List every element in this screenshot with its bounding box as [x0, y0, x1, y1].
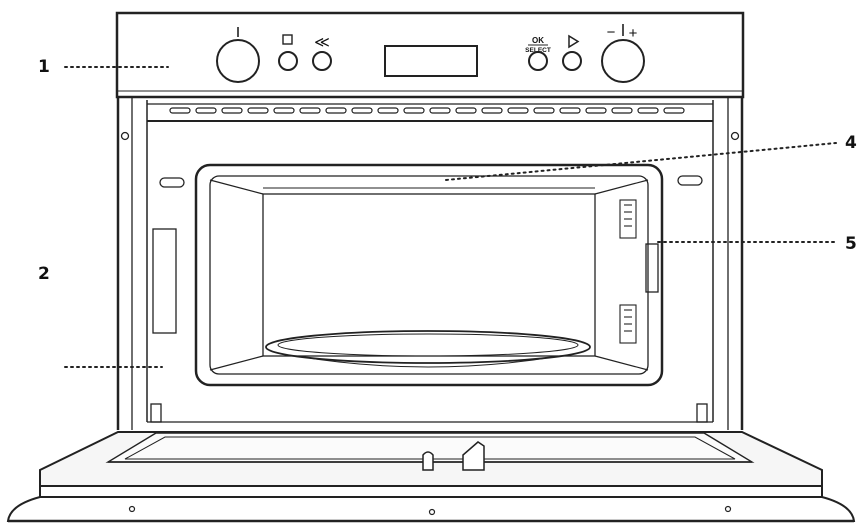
- start-button: [562, 34, 582, 71]
- left-wall-panel: [152, 228, 177, 334]
- side-wall-vent-upper: [619, 199, 637, 239]
- ok-select-button: OK SELECT: [525, 36, 551, 71]
- callout-number-4: 4: [845, 133, 857, 153]
- callout-4: [445, 142, 837, 181]
- left-dial-knob: [216, 27, 260, 83]
- display-screen: [384, 45, 478, 77]
- cavity-slot-left: [159, 177, 185, 188]
- stop-button: [278, 34, 298, 71]
- back-symbol: ≪: [314, 34, 330, 51]
- control-panel: ≪ OK SELECT − +: [115, 11, 745, 99]
- oven-cavity: [194, 163, 664, 387]
- door-foot-screw: [128, 505, 732, 516]
- frame-screw-right: [730, 131, 740, 141]
- door-hinge-right: [696, 403, 708, 423]
- side-wall-vent-lower: [619, 304, 637, 344]
- right-dial-knob: − +: [601, 24, 645, 83]
- side-wall-cover: [645, 243, 659, 293]
- ventilation-grille: [147, 103, 713, 122]
- plus-label: +: [629, 25, 638, 42]
- turntable-plate: [265, 330, 591, 368]
- minus-label: −: [607, 24, 616, 41]
- callout-number-2: 2: [38, 264, 50, 284]
- door-latch: [422, 441, 485, 471]
- oven-door: [6, 431, 856, 523]
- select-label: SELECT: [525, 47, 551, 54]
- frame-screw-left: [120, 131, 130, 141]
- cavity-slot-right: [677, 175, 703, 186]
- door-hinge-left: [150, 403, 162, 423]
- callout-number-1: 1: [38, 57, 50, 77]
- ok-label: OK: [532, 36, 544, 45]
- back-button: ≪: [312, 34, 332, 71]
- callout-number-5: 5: [845, 234, 857, 254]
